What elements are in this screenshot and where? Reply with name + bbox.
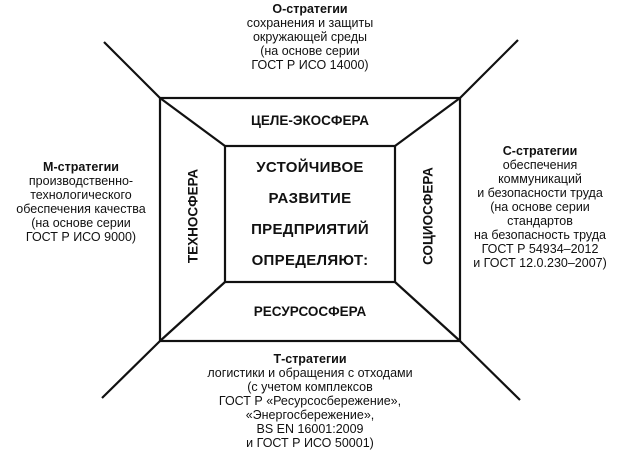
center-line: ПРЕДПРИЯТИЙ bbox=[251, 221, 369, 238]
diagonal-bl-outer bbox=[101, 340, 161, 399]
m-strategies-line: обеспечения качества bbox=[16, 202, 146, 216]
m-strategies-line: (на основе серии bbox=[31, 216, 131, 230]
m-strategies-block: М-стратегии производственно- технологиче… bbox=[0, 160, 162, 244]
t-strategies-block: Т-стратегии логистики и обращения с отхо… bbox=[170, 352, 450, 450]
diagonal-tl-outer bbox=[103, 41, 161, 99]
o-strategies-line: сохранения и защиты bbox=[246, 16, 374, 30]
o-strategies-title: О-стратегии bbox=[272, 2, 348, 16]
center-statement: УСТОЙЧИВОЕ РАЗВИТИЕ ПРЕДПРИЯТИЙ ОПРЕДЕЛЯ… bbox=[227, 148, 393, 280]
c-strategies-line: обеспечения bbox=[502, 158, 578, 172]
diagonal-br-outer bbox=[459, 340, 521, 401]
t-strategies-line: BS EN 16001:2009 bbox=[256, 422, 364, 436]
t-strategies-line: «Энергосбережение», bbox=[245, 408, 375, 422]
inner-frame bbox=[223, 144, 397, 284]
m-strategies-line: производственно- bbox=[28, 174, 134, 188]
diagonal-bl-inner bbox=[159, 281, 226, 342]
c-strategies-line: (на основе серии bbox=[490, 200, 590, 214]
o-strategies-block: О-стратегии сохранения и защиты окружающ… bbox=[200, 2, 420, 72]
c-strategies-title: С-стратегии bbox=[502, 144, 578, 158]
center-line: УСТОЙЧИВОЕ bbox=[256, 159, 364, 176]
diagonal-tr-outer bbox=[459, 39, 519, 99]
t-strategies-line: логистики и обращения с отходами bbox=[207, 366, 413, 380]
sphere-label-bottom: РЕСУРСОСФЕРА bbox=[253, 304, 367, 319]
sphere-label-right: СОЦИОСФЕРА bbox=[420, 167, 436, 265]
c-strategies-line: ГОСТ Р 54934–2012 bbox=[481, 242, 599, 256]
c-strategies-block: С-стратегии обеспечения коммуникаций и б… bbox=[462, 144, 618, 270]
c-strategies-line: на безопасность труда bbox=[474, 228, 606, 242]
sphere-label-left: ТЕХНОСФЕРА bbox=[185, 168, 201, 264]
t-strategies-line: и ГОСТ Р ИСО 50001) bbox=[246, 436, 374, 450]
t-strategies-line: ГОСТ Р «Ресурсосбережение», bbox=[218, 394, 402, 408]
sphere-label-top: ЦЕЛЕ-ЭКОСФЕРА bbox=[250, 113, 370, 128]
o-strategies-line: ГОСТ Р ИСО 14000) bbox=[251, 58, 369, 72]
t-strategies-line: (с учетом комплексов bbox=[247, 380, 373, 394]
c-strategies-line: стандартов bbox=[507, 214, 573, 228]
c-strategies-line: и ГОСТ 12.0.230–2007) bbox=[473, 256, 607, 270]
center-line: ОПРЕДЕЛЯЮТ: bbox=[251, 252, 369, 269]
c-strategies-line: и безопасности труда bbox=[477, 186, 603, 200]
center-line: РАЗВИТИЕ bbox=[268, 190, 352, 207]
outer-frame bbox=[158, 96, 462, 343]
diagonal-tl-inner bbox=[159, 97, 226, 147]
c-strategies-line: коммуникаций bbox=[498, 172, 582, 186]
o-strategies-line: окружающей среды bbox=[252, 30, 368, 44]
diagonal-tr-inner bbox=[394, 97, 461, 147]
m-strategies-line: технологического bbox=[30, 188, 132, 202]
m-strategies-line: ГОСТ Р ИСО 9000) bbox=[25, 230, 137, 244]
diagonal-br-inner bbox=[394, 281, 461, 342]
m-strategies-title: М-стратегии bbox=[43, 160, 119, 174]
t-strategies-title: Т-стратегии bbox=[273, 352, 347, 366]
o-strategies-line: (на основе серии bbox=[260, 44, 360, 58]
